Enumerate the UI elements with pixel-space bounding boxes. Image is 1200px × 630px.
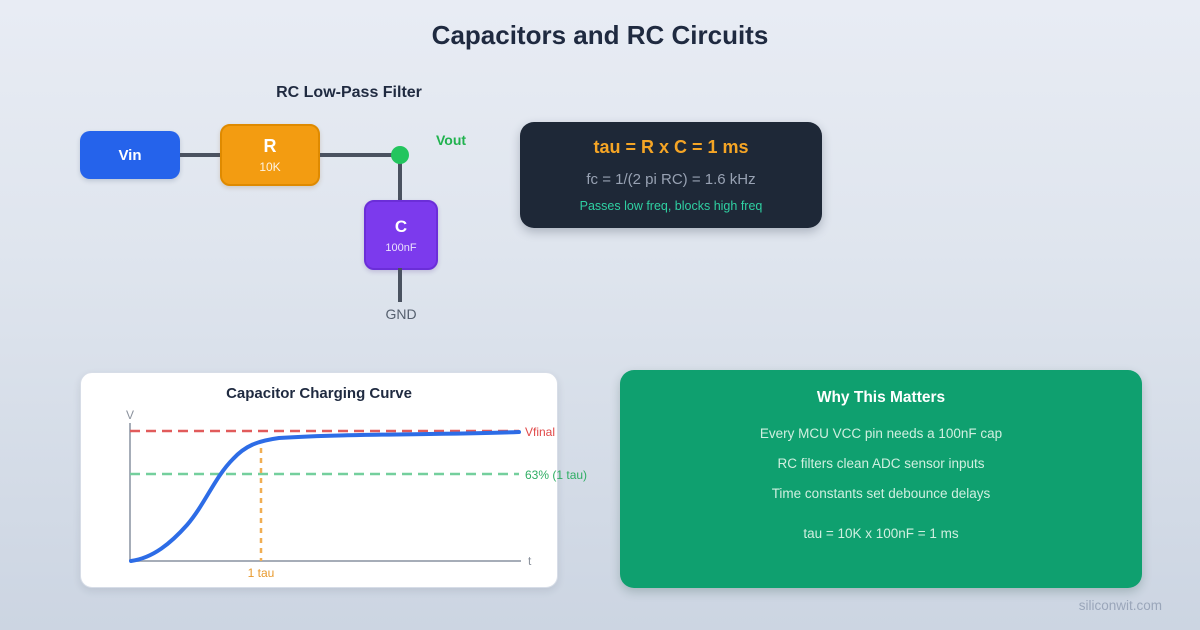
why-card-formula: tau = 10K x 100nF = 1 ms	[803, 526, 959, 541]
wire-node-to-capacitor	[398, 155, 402, 202]
resistor-label: R	[263, 136, 277, 156]
vin-label: Vin	[118, 146, 142, 164]
vout-junction-dot	[391, 146, 409, 164]
site-watermark: siliconwit.com	[1078, 598, 1162, 613]
resistor-box: R 10K	[220, 124, 320, 186]
page-title: Capacitors and RC Circuits	[431, 20, 769, 50]
y-axis-label: V	[126, 408, 134, 422]
cutoff-frequency-formula: fc = 1/(2 pi RC) = 1.6 kHz	[586, 171, 756, 188]
formula-panel: tau = R x C = 1 ms fc = 1/(2 pi RC) = 1.…	[520, 122, 822, 228]
charging-curve-plot: V t Vfinal 63% (1 tau) 1 tau	[126, 408, 587, 580]
vout-label: Vout	[436, 132, 467, 148]
x-axis-label: t	[528, 554, 532, 568]
charging-curve	[129, 430, 521, 563]
tau-formula: tau = R x C = 1 ms	[593, 137, 749, 157]
one-tau-tick-label: 1 tau	[248, 566, 275, 580]
why-point-decoupling: Every MCU VCC pin needs a 100nF cap	[759, 426, 1003, 441]
vin-source-box: Vin	[80, 131, 180, 179]
why-card-title: Why This Matters	[816, 389, 946, 406]
filter-behavior-note: Passes low freq, blocks high freq	[579, 199, 763, 213]
chart-title: Capacitor Charging Curve	[226, 385, 412, 402]
tau63-annotation: 63% (1 tau)	[525, 468, 587, 482]
resistor-value: 10K	[259, 160, 281, 174]
circuit-heading: RC Low-Pass Filter	[276, 84, 422, 101]
wire-resistor-to-node	[320, 153, 400, 157]
charging-curve-card: Capacitor Charging Curve V t Vfinal 63% …	[80, 372, 587, 588]
why-point-debounce: Time constants set debounce delays	[771, 486, 991, 501]
wire-capacitor-to-ground	[398, 268, 402, 302]
capacitor-label: C	[394, 216, 408, 236]
why-this-matters-card: Why This Matters Every MCU VCC pin needs…	[620, 370, 1142, 588]
vfinal-annotation: Vfinal	[525, 425, 555, 439]
capacitor-value: 100nF	[385, 241, 417, 254]
ground-label: GND	[385, 306, 417, 322]
why-point-adc-filter: RC filters clean ADC sensor inputs	[777, 456, 985, 471]
capacitor-box: C 100nF	[364, 200, 438, 270]
wire-vin-to-resistor	[180, 153, 220, 157]
